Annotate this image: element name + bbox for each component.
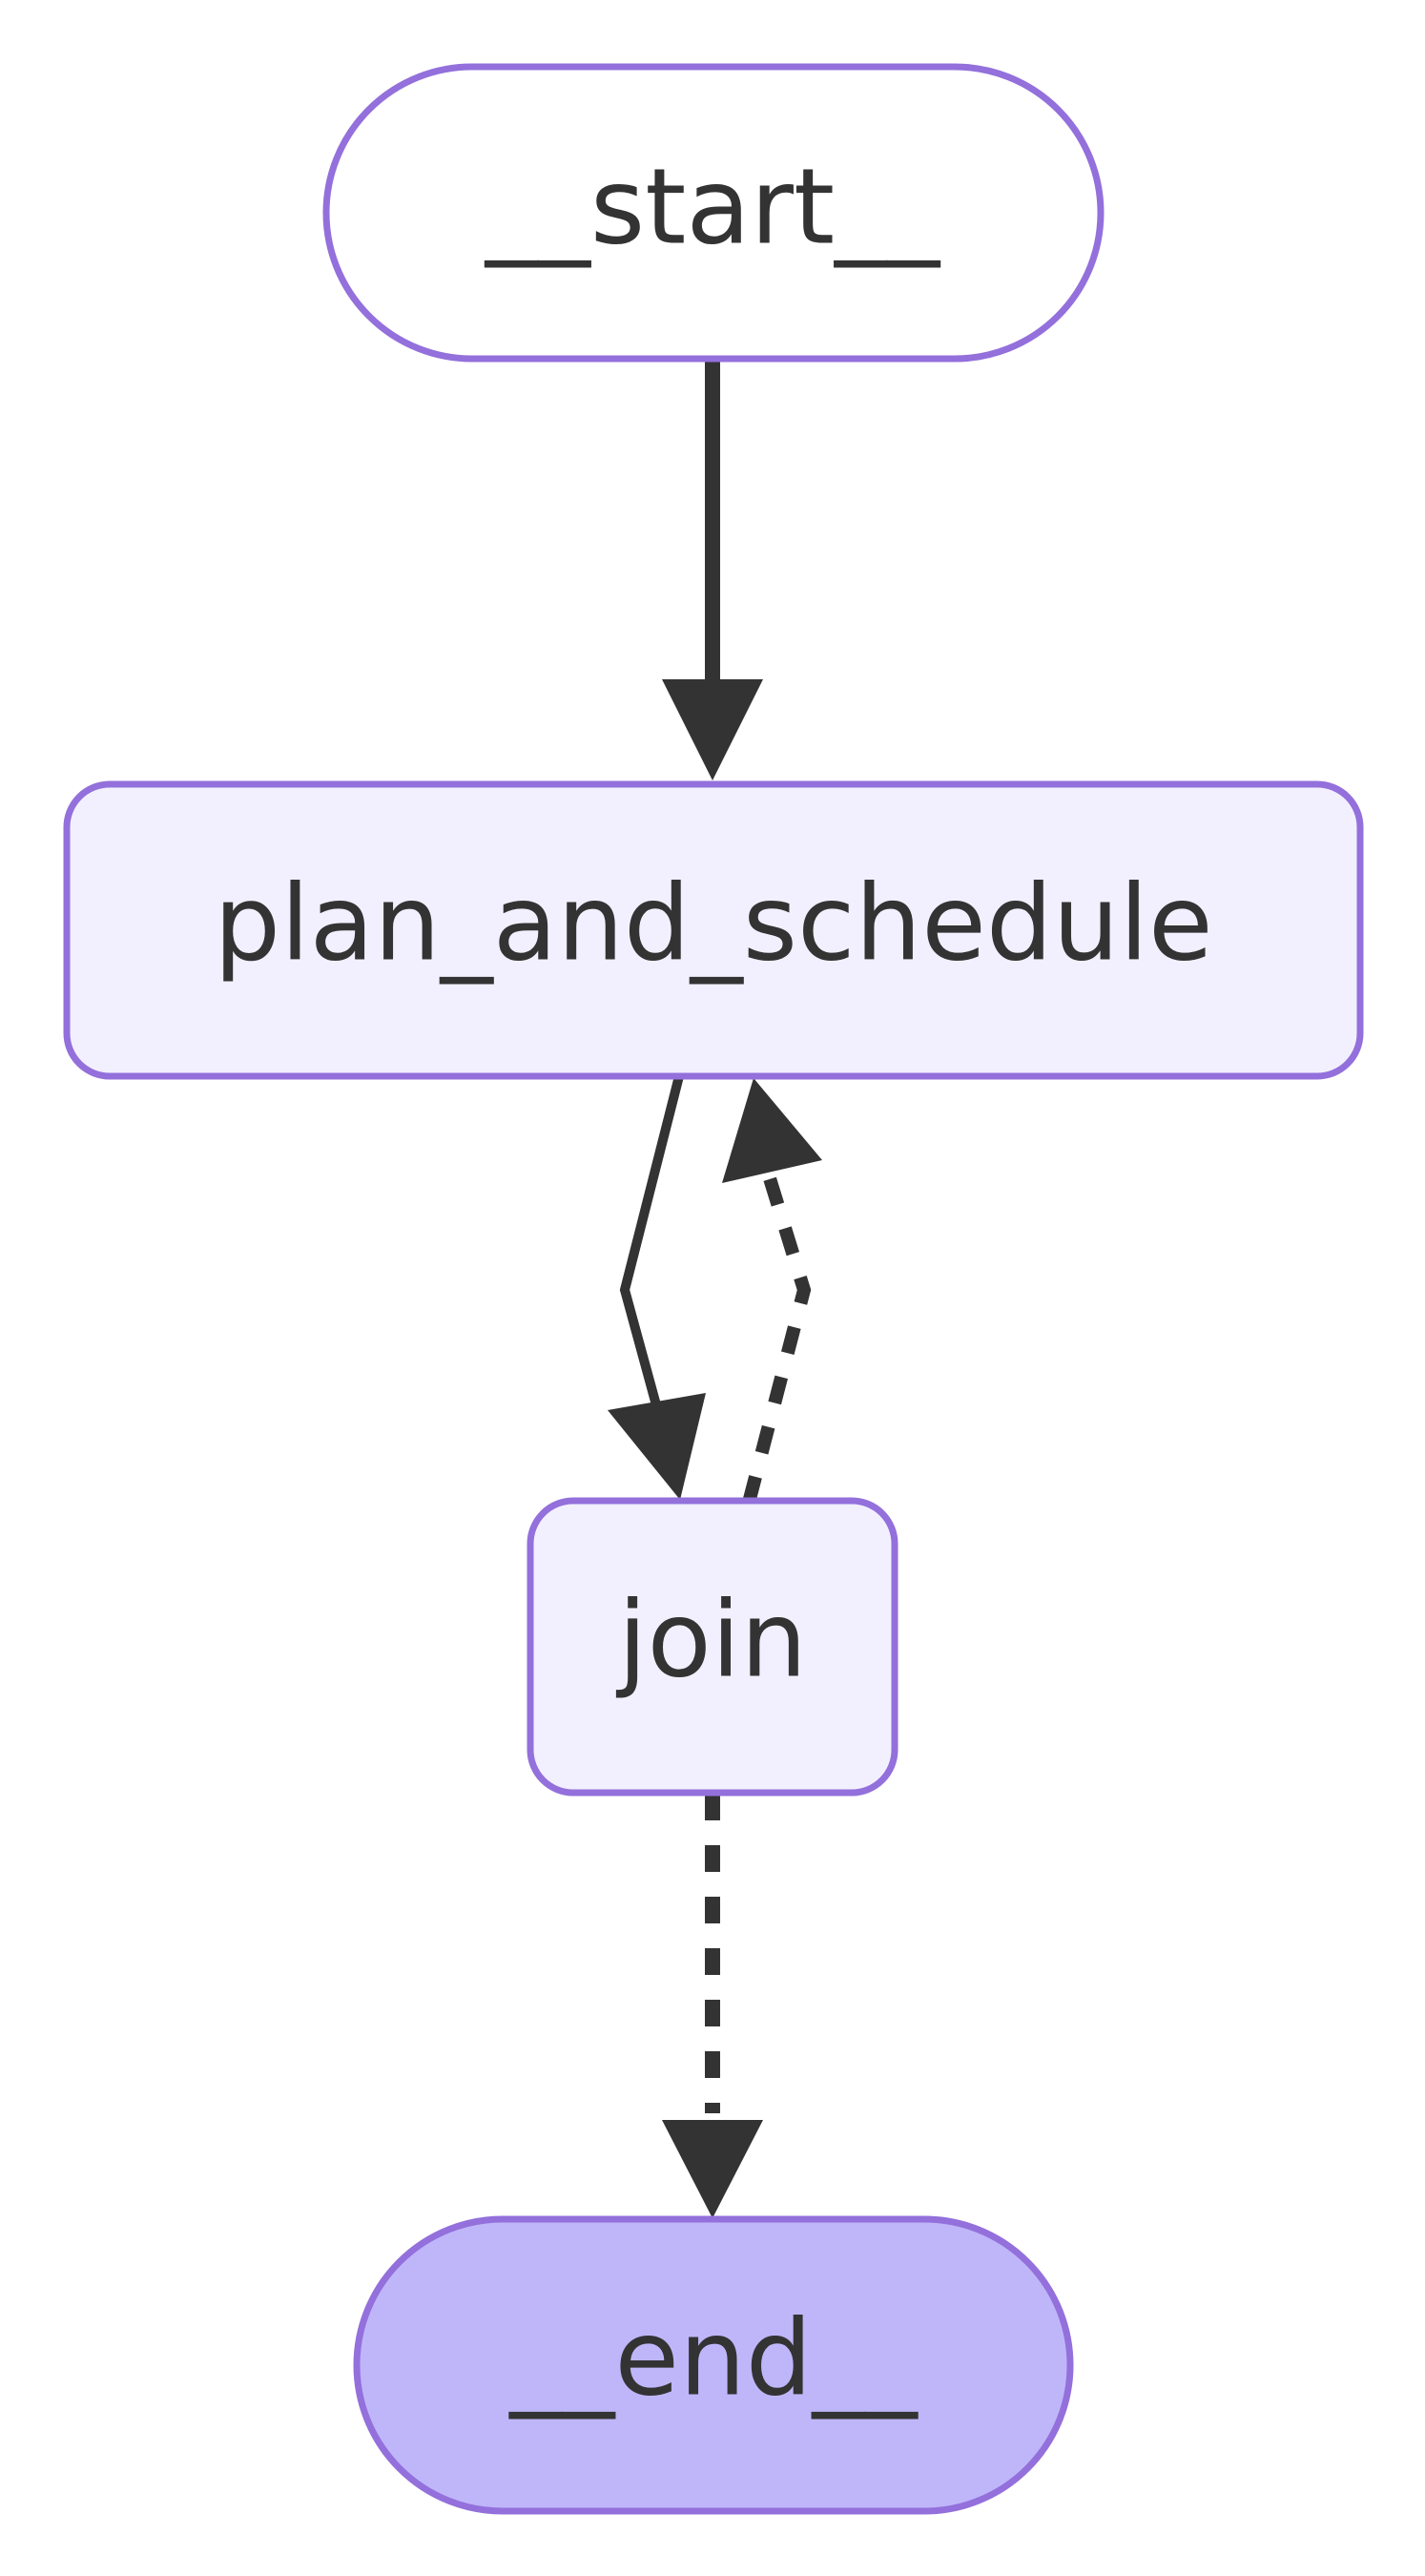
node-plan-and-schedule-label: plan_and_schedule [214, 862, 1212, 984]
arrowhead-join-to-plan [722, 1078, 822, 1183]
arrowhead-plan-to-join [608, 1393, 706, 1500]
node-start-shape [322, 63, 1105, 363]
arrowhead-join-to-end [662, 2120, 763, 2218]
node-start-label: __start__ [484, 145, 941, 267]
node-end-shape [353, 2215, 1074, 2515]
node-plan-and-schedule[interactable]: plan_and_schedule [63, 780, 1364, 1080]
edge-plan-to-join [619, 1074, 684, 1414]
arrowhead-start-to-plan [662, 679, 763, 780]
node-join-label: join [616, 1578, 807, 1700]
node-end[interactable]: __end__ [353, 2215, 1074, 2515]
node-start[interactable]: __start__ [322, 63, 1105, 363]
node-join[interactable]: join [527, 1497, 898, 1797]
edges [608, 361, 822, 2218]
node-join-shape [527, 1497, 898, 1797]
node-plan-and-schedule-shape [63, 780, 1364, 1080]
node-end-label: __end__ [507, 2296, 919, 2419]
edge-join-to-plan [742, 1173, 812, 1505]
